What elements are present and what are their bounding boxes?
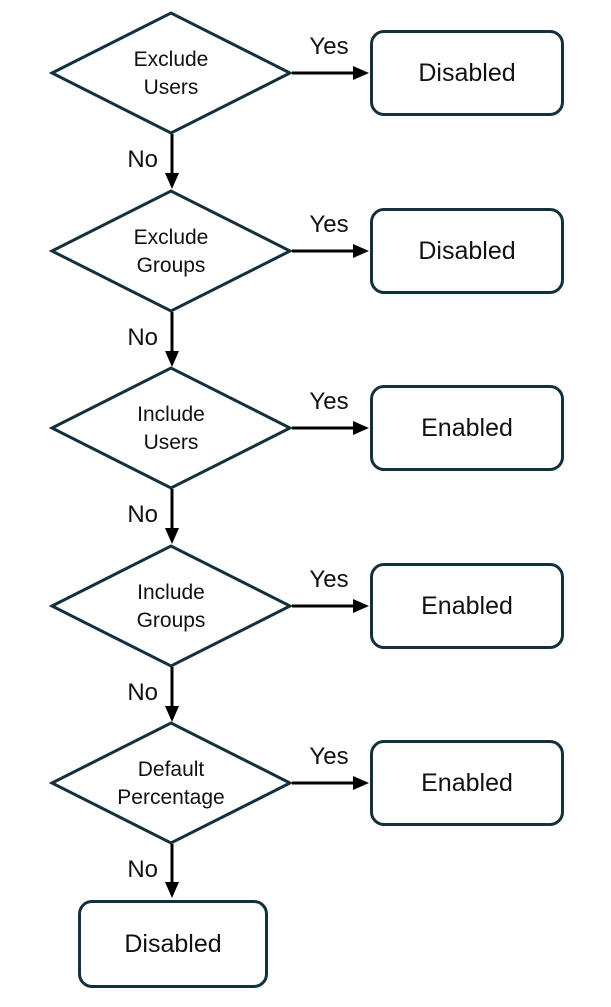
yes-label-2: Yes	[309, 211, 349, 238]
no-label-5: No	[127, 856, 158, 883]
yes-arrowhead-icon-3	[353, 421, 369, 435]
no-arrowhead-icon-3	[165, 528, 179, 544]
outcome-box-1: Disabled	[370, 30, 564, 116]
outcome-box-5: Enabled	[370, 740, 564, 826]
yes-label-3: Yes	[309, 388, 349, 415]
outcome-box-final: Disabled	[78, 900, 268, 988]
decision-diamond-default-percentage	[48, 721, 294, 845]
decision-label-exclude-users: Exclude Users	[71, 46, 271, 102]
decision-label-line1: Include	[137, 581, 205, 604]
decision-label-line2: Users	[143, 431, 199, 454]
decision-label-line2: Groups	[136, 254, 206, 277]
outcome-box-4: Enabled	[370, 563, 564, 649]
no-label-1: No	[127, 146, 158, 173]
decision-label-include-users: Include Users	[71, 401, 271, 457]
no-arrowhead-icon-4	[165, 706, 179, 722]
no-arrowhead-icon-5	[165, 882, 179, 898]
outcome-box-3: Enabled	[370, 385, 564, 471]
decision-diamond-exclude-groups	[48, 189, 294, 313]
no-label-4: No	[127, 679, 158, 706]
decision-diamond-include-users	[48, 366, 294, 490]
decision-label-exclude-groups: Exclude Groups	[71, 224, 271, 280]
decision-label-line1: Exclude	[133, 226, 209, 249]
yes-arrowhead-icon-5	[353, 776, 369, 790]
outcome-box-2: Disabled	[370, 208, 564, 294]
yes-arrowhead-icon-2	[353, 244, 369, 258]
decision-label-default-percentage: Default Percentage	[71, 756, 271, 812]
yes-arrowhead-icon-1	[353, 66, 369, 80]
decision-label-include-groups: Include Groups	[71, 579, 271, 635]
no-arrowhead-icon-1	[165, 173, 179, 189]
decision-diamond-exclude-users	[48, 11, 294, 135]
decision-label-line2: Groups	[136, 609, 206, 632]
no-arrowhead-icon-2	[165, 351, 179, 367]
yes-label-4: Yes	[309, 566, 349, 593]
decision-label-line1: Exclude	[133, 48, 209, 71]
no-label-2: No	[127, 324, 158, 351]
decision-label-line1: Include	[137, 403, 205, 426]
yes-label-1: Yes	[309, 33, 349, 60]
no-label-3: No	[127, 501, 158, 528]
decision-diamond-include-groups	[48, 544, 294, 668]
yes-label-5: Yes	[309, 743, 349, 770]
decision-label-line2: Users	[143, 76, 199, 99]
decision-label-line2: Percentage	[117, 786, 225, 809]
yes-arrowhead-icon-4	[353, 599, 369, 613]
decision-label-line1: Default	[137, 758, 205, 781]
